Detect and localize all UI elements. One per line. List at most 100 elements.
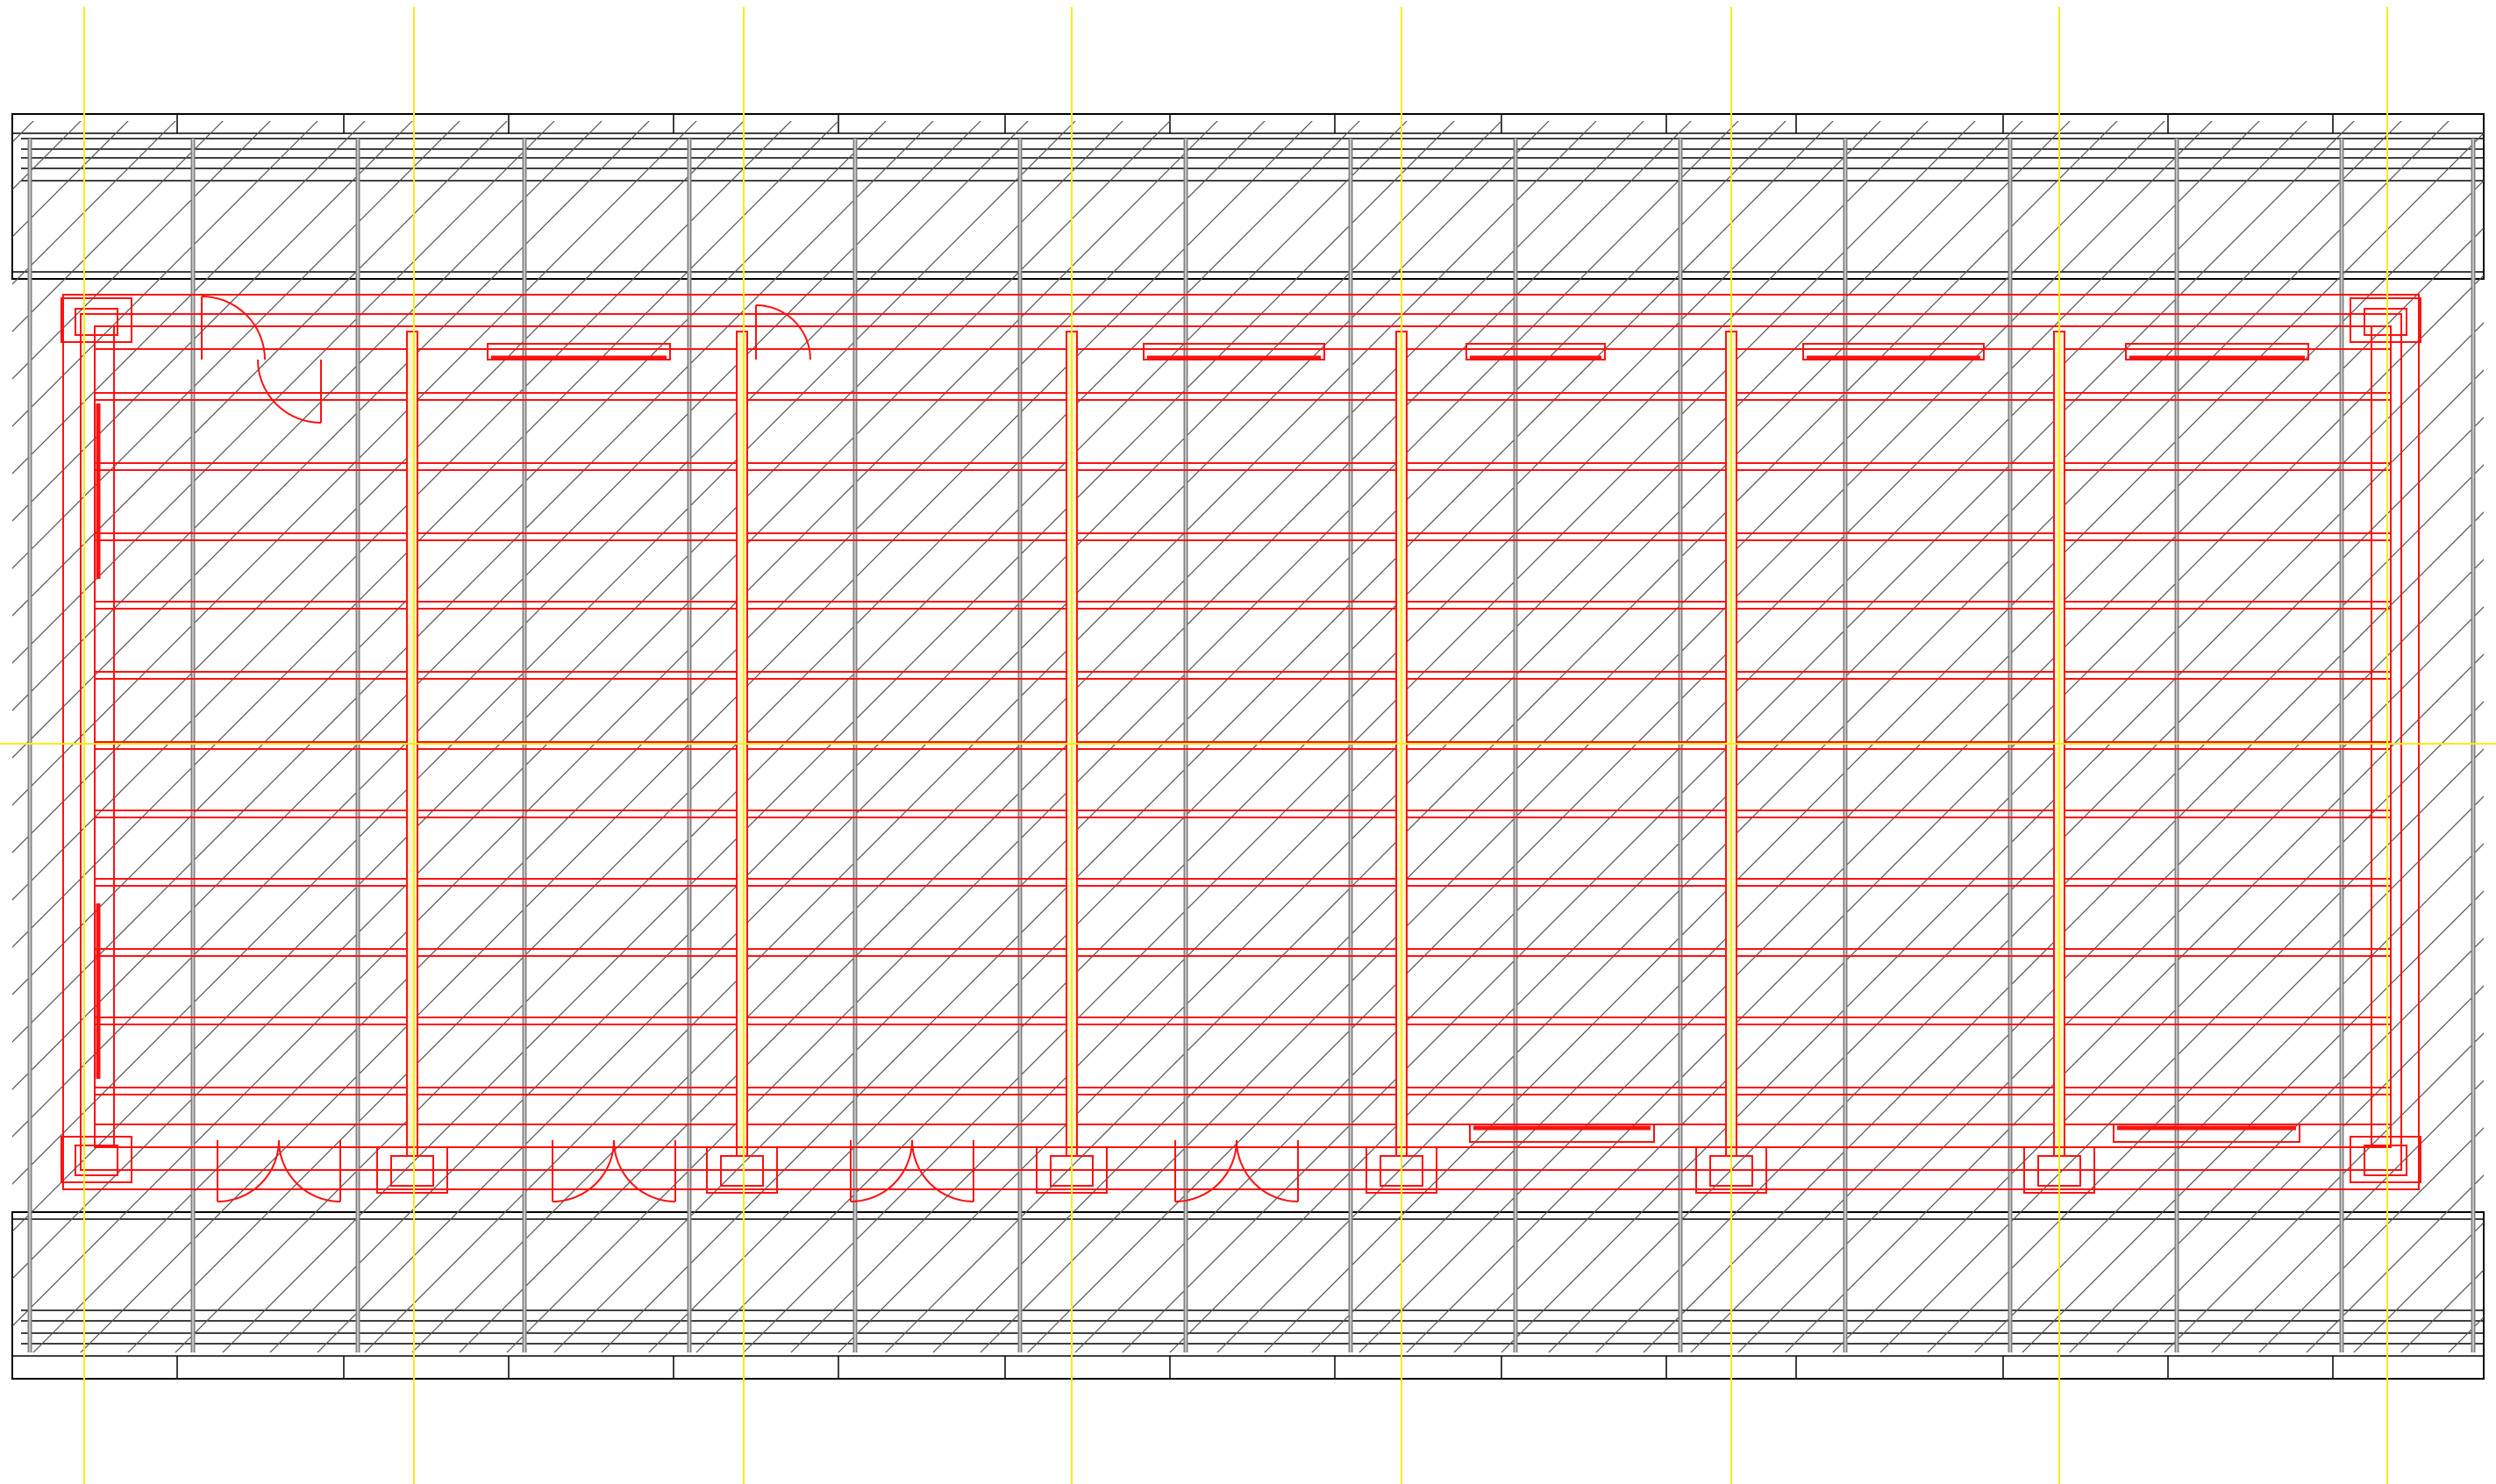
door-swing bbox=[257, 359, 322, 424]
hatch-line bbox=[1595, 464, 2484, 1352]
hatch-line bbox=[885, 121, 2118, 1352]
hatch-line bbox=[2116, 985, 2484, 1352]
hatch-line bbox=[12, 121, 792, 901]
axis-gridlines bbox=[0, 7, 2496, 1484]
hatch-line bbox=[12, 121, 1123, 1232]
door-swing bbox=[217, 1139, 280, 1202]
hatch-line bbox=[269, 121, 1502, 1352]
hatch-line bbox=[743, 121, 1976, 1352]
door-swing bbox=[1236, 1139, 1299, 1202]
outer-wall-line bbox=[62, 294, 2420, 1190]
hatch-line bbox=[2448, 1316, 2484, 1352]
hatch-line bbox=[2480, 96, 2496, 1368]
hatch-line bbox=[222, 121, 1455, 1352]
hatch-line bbox=[790, 121, 2023, 1352]
red-beam bbox=[94, 878, 2392, 887]
left-wall bbox=[94, 325, 115, 1148]
hatch-line bbox=[1974, 843, 2484, 1352]
red-beam bbox=[94, 1087, 2392, 1095]
top-band-ticks bbox=[176, 114, 2334, 133]
hatch-line bbox=[838, 121, 2071, 1352]
red-beam bbox=[94, 948, 2392, 957]
window-bottom bbox=[1469, 1124, 1655, 1143]
hatch-line bbox=[1643, 511, 2484, 1352]
hatch-line bbox=[2258, 1127, 2484, 1352]
grey-joists bbox=[27, 139, 2476, 1352]
hatch-line bbox=[1548, 417, 2484, 1352]
hatch-line bbox=[459, 121, 1692, 1352]
hatch-line bbox=[1122, 121, 2355, 1352]
hatch-line bbox=[12, 121, 981, 1090]
door-swing bbox=[201, 296, 266, 360]
hatch-line bbox=[1216, 121, 2450, 1352]
hatch-line bbox=[932, 121, 2165, 1352]
hatch-line bbox=[12, 121, 224, 332]
hatch-line bbox=[1406, 275, 2484, 1352]
hatch-line bbox=[12, 121, 1218, 1327]
column-block-inner bbox=[75, 308, 118, 336]
column-block-inner bbox=[2364, 1145, 2407, 1176]
windows bbox=[487, 343, 2309, 1143]
column-block bbox=[2350, 1136, 2421, 1183]
hatch-line bbox=[175, 121, 1408, 1352]
outer-wall-inner-line bbox=[80, 313, 2402, 1171]
column-block bbox=[2350, 297, 2421, 343]
column-block-inner bbox=[390, 1155, 434, 1187]
hatch-line bbox=[12, 121, 271, 380]
red-beam bbox=[94, 1017, 2392, 1025]
door-swing bbox=[755, 304, 811, 360]
hatch-line bbox=[0, 96, 11, 1368]
hatch-line bbox=[12, 121, 555, 664]
door-swing bbox=[613, 1139, 676, 1202]
window-bottom bbox=[2113, 1124, 2300, 1143]
hatch-line bbox=[12, 121, 460, 569]
hatch-line bbox=[1785, 653, 2484, 1352]
column-block bbox=[706, 1146, 778, 1194]
column-block-inner bbox=[2364, 308, 2407, 336]
hatch-line bbox=[1311, 180, 2484, 1352]
red-beam bbox=[94, 671, 2392, 680]
red-beams bbox=[94, 392, 2392, 1095]
hatch-line bbox=[12, 121, 745, 853]
hatch-line bbox=[12, 121, 650, 759]
hatch-line bbox=[12, 121, 1076, 1185]
red-beam bbox=[94, 462, 2392, 471]
hatch-line bbox=[12, 121, 839, 948]
bottom-structural-band bbox=[11, 1211, 2485, 1380]
hatch-line bbox=[12, 121, 508, 617]
hatch-line bbox=[2164, 1032, 2484, 1352]
red-beam bbox=[94, 532, 2392, 541]
bottom-band-ticks bbox=[176, 1356, 2334, 1379]
top-structural-band bbox=[11, 113, 2485, 280]
hatch-line bbox=[12, 121, 318, 427]
hatch-line bbox=[2211, 1080, 2484, 1352]
hatch-line bbox=[1690, 559, 2484, 1352]
door-swing bbox=[278, 1139, 341, 1202]
red-beam bbox=[94, 741, 2392, 750]
door-swing bbox=[850, 1139, 913, 1202]
hatch-line bbox=[695, 121, 1929, 1352]
hatch-line bbox=[80, 121, 1313, 1352]
hatch-line bbox=[1737, 606, 2484, 1352]
hatch-line bbox=[12, 121, 1171, 1280]
hatch-line bbox=[648, 121, 1881, 1352]
door-swing bbox=[1174, 1139, 1237, 1202]
top-wall-band bbox=[94, 325, 2392, 350]
column-block-inner bbox=[75, 1145, 118, 1176]
hatch-line bbox=[364, 121, 1597, 1352]
column-block bbox=[61, 297, 132, 343]
hatch-line bbox=[12, 121, 934, 1043]
hatch-line bbox=[1501, 369, 2484, 1352]
column-block bbox=[376, 1146, 448, 1194]
hatch-line bbox=[2022, 890, 2484, 1352]
hatch-line bbox=[1264, 132, 2484, 1352]
hatch-line bbox=[12, 121, 697, 806]
red-beam bbox=[94, 810, 2392, 818]
hatch-line bbox=[12, 121, 366, 474]
deck-hatch-pattern bbox=[0, 96, 2496, 1368]
hatch-line bbox=[1169, 121, 2402, 1352]
hatch-line bbox=[1832, 701, 2484, 1352]
hatch-line bbox=[2306, 1174, 2484, 1352]
door-swings bbox=[201, 296, 1299, 1202]
